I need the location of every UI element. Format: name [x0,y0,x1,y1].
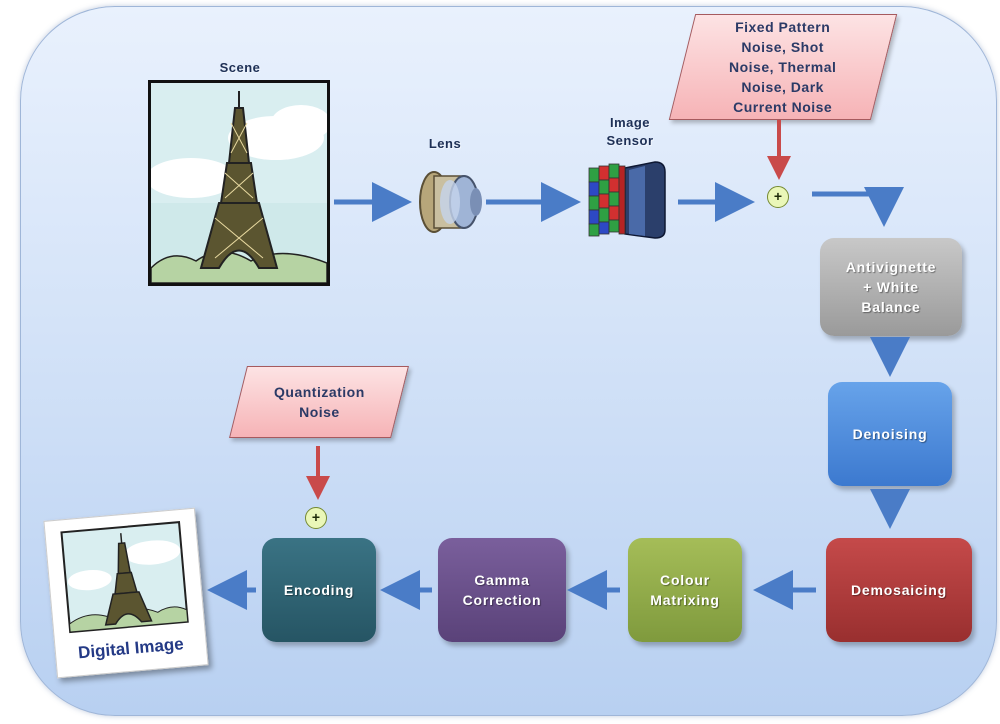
scene-image [146,80,331,286]
gamma-correction-stage: Gamma Correction [438,538,566,642]
digital-image-output: Digital Image [43,507,209,679]
colour-matrixing-stage: Colour Matrixing [628,538,742,642]
denoising-stage: Denoising [828,382,952,486]
antivignette-stage: Antivignette + White Balance [820,238,962,336]
scene-label: Scene [219,60,261,75]
lens-label: Lens [428,136,462,151]
digital-image-icon [60,521,189,634]
arrow-sum-to-antivignette [812,187,904,227]
eiffel-tower-icon [146,83,331,284]
sensor-label: Image Sensor [606,115,654,148]
sensor-noise-sum-node: + [767,186,789,208]
image-sensor-icon [588,161,666,239]
quantization-sum-node: + [305,507,327,529]
encoding-stage: Encoding [262,538,376,642]
lens-icon [419,171,482,233]
demosaicing-stage: Demosaicing [826,538,972,642]
